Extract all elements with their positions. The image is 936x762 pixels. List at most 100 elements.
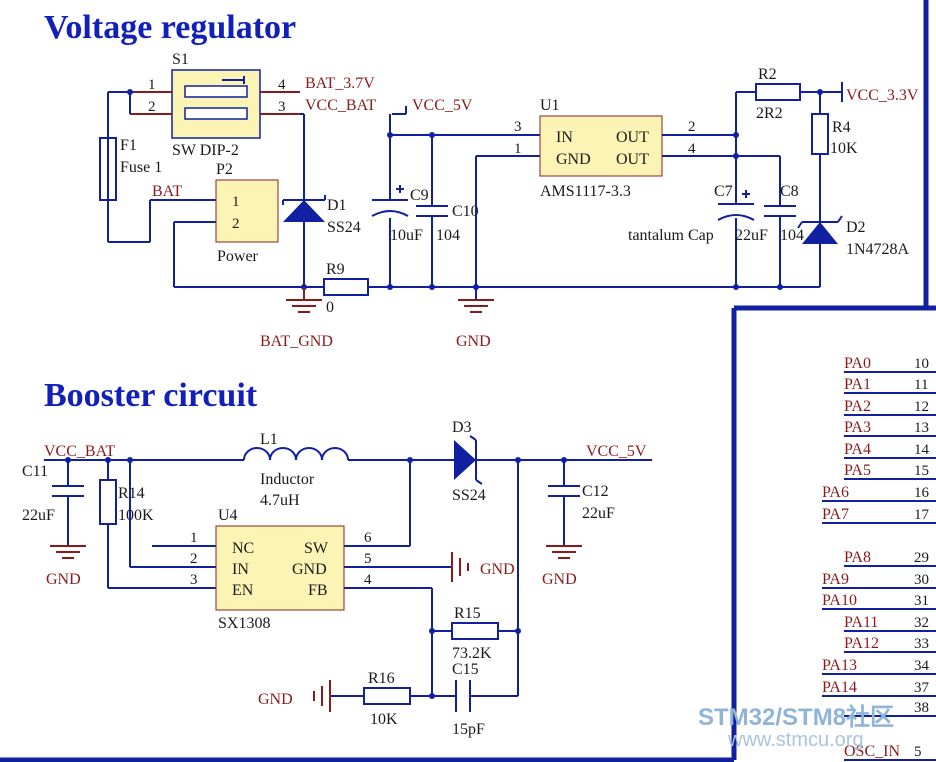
u4-nc-label: NC [232,540,254,557]
net-bat: BAT [152,183,182,200]
u1-ref: U1 [540,97,560,114]
watermark-brand: STM32/STM8社区 [698,703,894,731]
net-bat-gnd: BAT_GND [260,333,333,350]
resistor-r16 [363,687,411,705]
zener-d2 [797,215,843,244]
resistor-r15 [451,622,499,640]
r9-ref: R9 [326,261,345,278]
s1-pin3: 3 [278,99,286,115]
pin-name: PA13 [822,657,857,674]
pin-number: 17 [914,507,930,523]
r14-value: 100K [118,507,154,524]
u4-pin3: 3 [190,572,198,588]
u4-fb-label: FB [308,582,328,599]
pin-name: PA0 [844,355,871,372]
u1-pin1: 1 [514,141,522,157]
capacitor-c15 [455,680,471,712]
pin-number: 12 [914,399,929,415]
r15-value: 73.2K [452,645,492,662]
u4-pin1: 1 [190,530,198,546]
gnd-symbol-reg [458,155,540,313]
d2-value: 1N4728A [846,241,910,258]
c10-ref: C10 [452,203,479,220]
p2-ref: P2 [216,161,233,178]
pin-name: PA8 [844,549,871,566]
d3-value: SS24 [452,487,486,504]
s1-pin2: 2 [148,99,156,115]
tantalum-label: tantalum Cap [628,227,714,244]
resistor-r4 [811,113,829,155]
pin-number: 10 [914,356,929,372]
bat-gnd-symbol [286,287,322,313]
p2-gnd-wire [173,221,324,288]
c15-ref: C15 [452,661,479,678]
pin-name: PA10 [822,592,857,609]
pin-name: PA14 [822,679,857,696]
net-vcc-3v3: VCC_3.3V [846,87,919,104]
net-gnd-reg: GND [456,333,491,350]
booster-net-vcc-bat: VCC_BAT [44,443,115,460]
c7-ref: C7 [714,183,733,200]
net-bat-3v7: BAT_3.7V [305,75,375,92]
capacitor-c9 [371,185,409,217]
c9-value: 10uF [390,227,423,244]
diode-d1 [282,195,326,287]
c8-ref: C8 [780,183,799,200]
r16-value: 10K [370,711,398,728]
pin-number: 5 [914,744,922,760]
pin-number: 30 [914,572,929,588]
c11-ref: C11 [22,463,48,480]
pin-number: 15 [914,463,929,479]
c9-ref: C9 [410,187,429,204]
pin-name: PA5 [844,462,871,479]
switch-s1 [171,69,261,139]
r4-value: 10K [830,140,858,157]
s1-pin4: 4 [278,77,286,93]
u4-pin4: 4 [364,572,372,588]
pin-name: OSC_IN [844,743,900,760]
u4-pin2: 2 [190,551,198,567]
pin-row: PA2 12 [844,398,936,416]
pin-number: 33 [914,636,929,652]
fuse-f1 [99,130,216,243]
pin-number: 38 [914,700,929,716]
resistor-r9 [323,278,369,296]
u4-ref: U4 [218,507,238,524]
c12-ref: C12 [582,483,609,500]
pin-name: PA12 [844,635,879,652]
capacitor-c12 [546,460,582,559]
d3-ref: D3 [452,419,472,436]
resistor-r14 [99,479,117,525]
capacitor-c7 [717,190,755,221]
p2-value: Power [217,248,259,265]
u4-value: SX1308 [218,615,270,632]
u1-gnd-label: GND [556,151,591,168]
c8-value: 104 [780,227,804,244]
pin-name: PA2 [844,398,871,415]
s1-value: SW DIP-2 [172,142,239,159]
c7-value: 22uF [735,227,768,244]
pin-number: 31 [914,593,929,609]
p2-pin2: 2 [232,216,240,232]
booster-circuit-title: Booster circuit [44,377,258,414]
d1-ref: D1 [327,197,347,214]
u1-out1-label: OUT [616,129,649,146]
r2-value: 2R2 [756,105,783,122]
s1-ref: S1 [172,51,189,68]
pin-name: PA11 [844,614,878,631]
pin-number: 11 [914,377,928,393]
pin-name: PA4 [844,441,871,458]
u4-right-wires [344,460,519,697]
u4-in-label: IN [232,561,249,578]
r2-ref: R2 [758,66,777,83]
u1-value: AMS1117-3.3 [540,183,631,200]
pin-row: PA12 33 [844,635,936,653]
